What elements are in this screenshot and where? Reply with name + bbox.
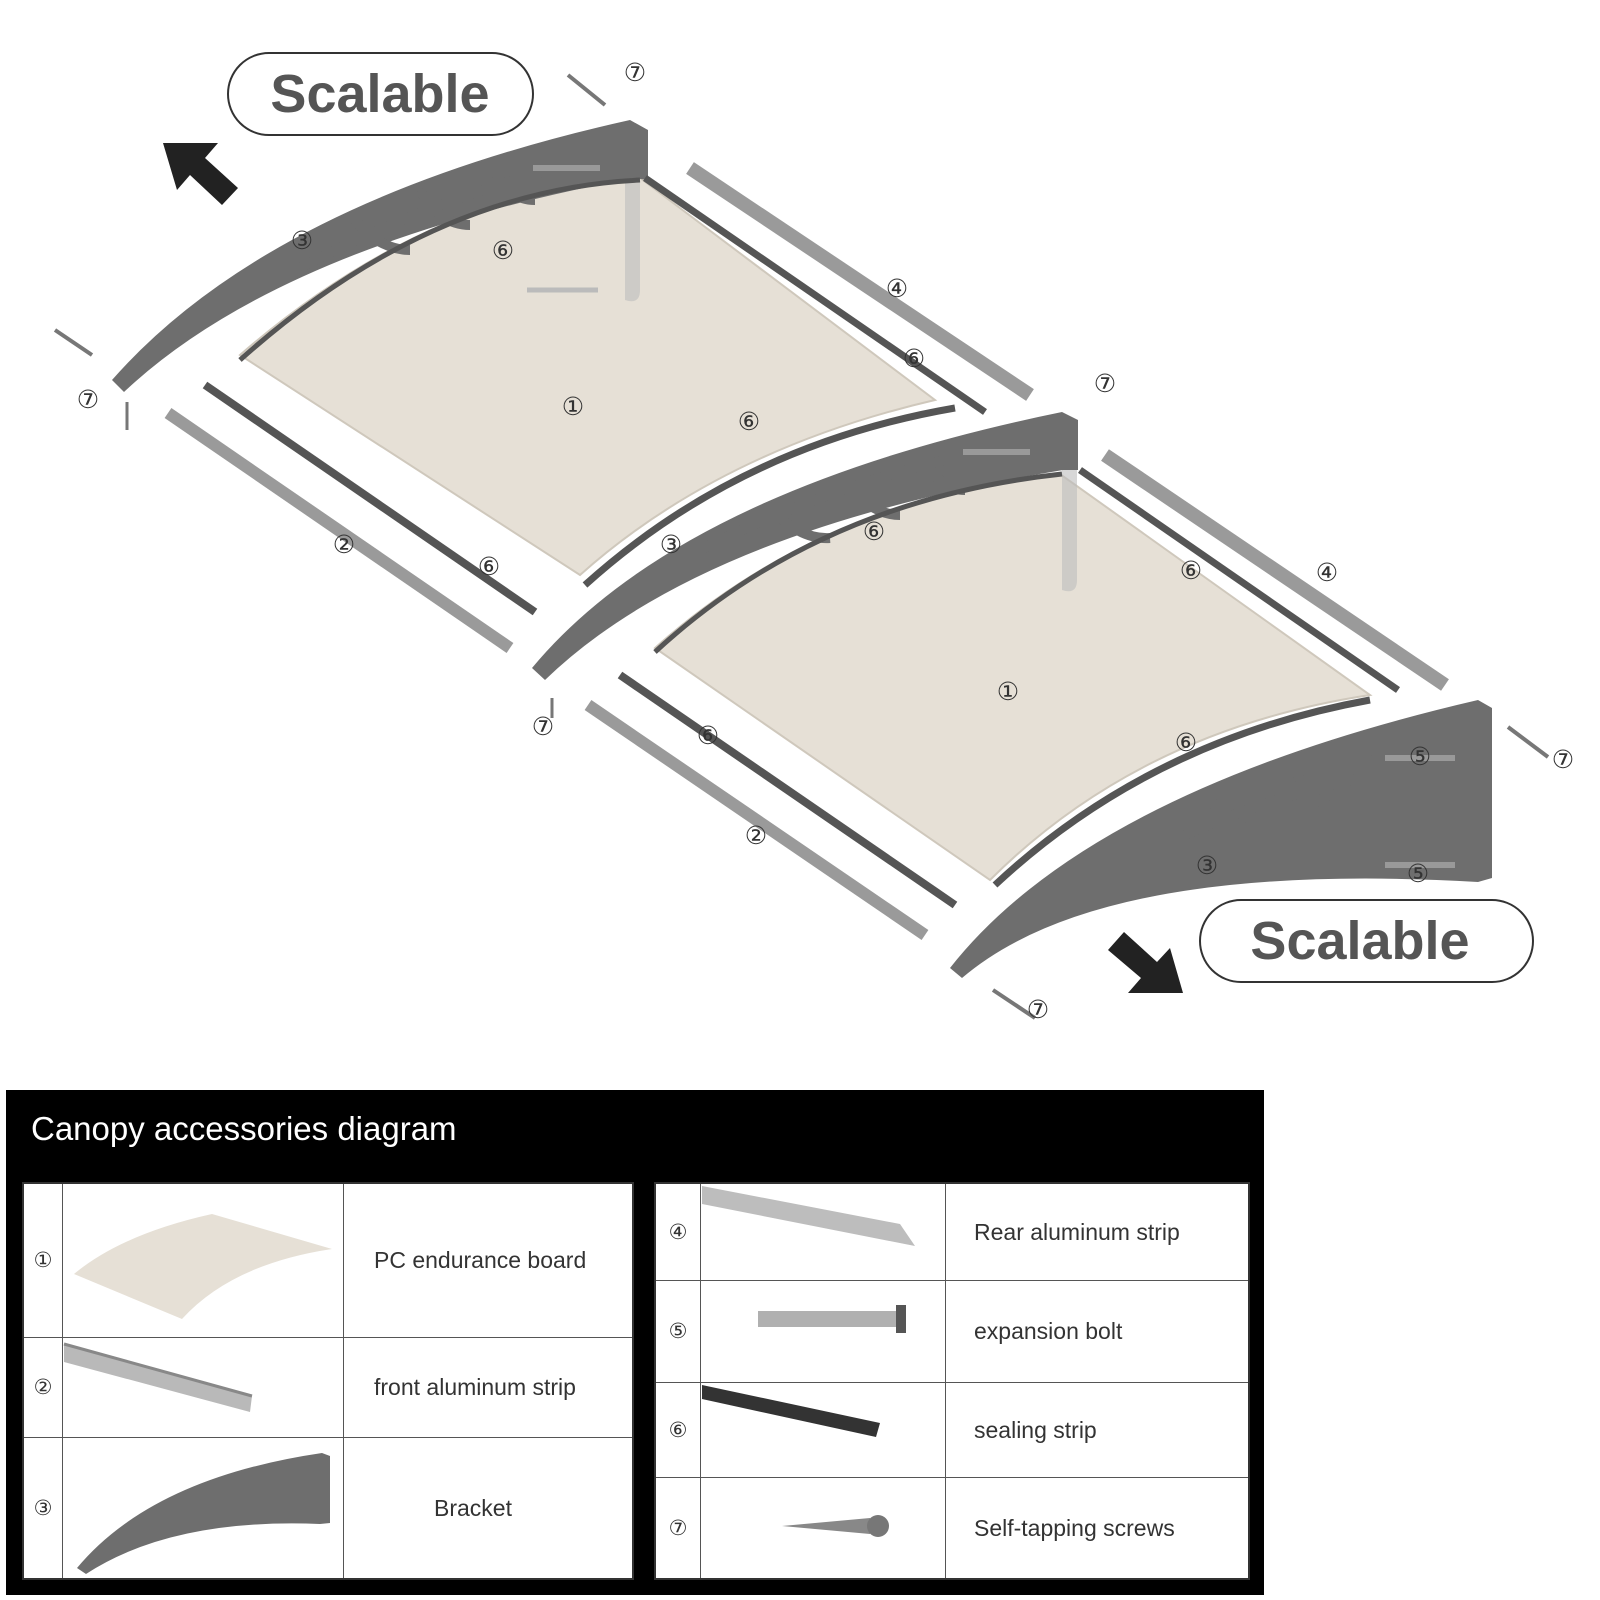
callout-front-strip-right: ② <box>745 822 767 850</box>
scalable-label-top: Scalable <box>270 64 489 124</box>
callout-screw-mid-top: ⑦ <box>1094 370 1116 398</box>
bracket-ghost-left <box>625 180 640 302</box>
legend-row-label: PC endurance board <box>374 1247 587 1273</box>
bracket-icon <box>62 1438 344 1578</box>
legend-row: ⑦ Self-tapping screws <box>656 1478 1248 1578</box>
callout-bracket-left: ③ <box>291 227 313 255</box>
sealing-strip-icon <box>700 1383 946 1477</box>
arrow-down-right-icon <box>1108 932 1183 993</box>
front-aluminum-strip-right <box>584 700 929 940</box>
bracket-left-ribs <box>297 165 552 273</box>
legend-table-left: ① PC endurance board ② front aluminum st… <box>22 1182 634 1580</box>
scalable-badge-bottom <box>1199 899 1534 983</box>
callout-bracket-right: ③ <box>1196 852 1218 880</box>
legend-title: Canopy accessories diagram <box>31 1110 457 1147</box>
scalable-badge-top <box>227 52 534 136</box>
callout-bracket-middle: ③ <box>660 531 682 559</box>
rear-aluminum-strip-icon <box>700 1184 946 1280</box>
legend-row-label: Rear aluminum strip <box>974 1218 1180 1245</box>
callout-seal-1: ⑥ <box>492 237 514 265</box>
callout-seal-4: ⑥ <box>478 553 500 581</box>
legend-row: ① PC endurance board <box>24 1184 632 1338</box>
callout-screw-top: ⑦ <box>624 59 646 87</box>
accessories-legend: Canopy accessories diagram ① PC enduranc… <box>6 1090 1264 1595</box>
legend-row: ⑥ sealing strip <box>656 1383 1248 1478</box>
bracket-middle-ribs <box>697 445 991 555</box>
callout-front-strip-left: ② <box>333 531 355 559</box>
sealing-strip-right-front <box>617 671 958 909</box>
legend-row-label: front aluminum strip <box>374 1374 576 1400</box>
callout-screw-left: ⑦ <box>77 386 99 414</box>
screw-icon-right <box>1506 725 1550 759</box>
callout-rear-strip-right: ④ <box>1316 559 1338 587</box>
bracket-right-ribs <box>1172 738 1471 845</box>
sealing-strip-left-inner <box>238 177 641 362</box>
screw-icon-bottom <box>991 988 1037 1020</box>
callout-seal-8: ⑥ <box>1175 729 1197 757</box>
callout-bolt-top: ⑤ <box>1409 743 1431 771</box>
screw-icon-left <box>53 328 94 357</box>
screw-icon-top <box>566 73 607 107</box>
legend-table-right: ④ Rear aluminum strip ⑤ expansion bolt ⑥… <box>654 1182 1250 1580</box>
legend-row-label: Self-tapping screws <box>974 1514 1175 1541</box>
sealing-strip-left-front <box>202 381 538 616</box>
legend-row-number: ⑥ <box>656 1383 701 1477</box>
callout-screw-right: ⑦ <box>1552 746 1574 774</box>
expansion-bolt-icon <box>700 1281 946 1382</box>
callout-seal-3: ⑥ <box>738 408 760 436</box>
legend-row-label: expansion bolt <box>974 1318 1123 1344</box>
legend-row: ④ Rear aluminum strip <box>656 1184 1248 1281</box>
rear-aluminum-strip-left <box>686 162 1034 401</box>
legend-row-number: ④ <box>656 1184 701 1280</box>
scalable-label-bottom: Scalable <box>1250 911 1469 971</box>
legend-row: ③ Bracket <box>24 1438 632 1578</box>
legend-row: ⑤ expansion bolt <box>656 1281 1248 1383</box>
legend-row-number: ① <box>24 1184 63 1337</box>
canopy-exploded-diagram: Scalable Scalable ⑦ ⑦ ⑦ ⑦ ⑦ ⑦ ③ ③ ③ ① ① … <box>53 52 1574 1024</box>
callout-seal-2: ⑥ <box>903 345 925 373</box>
pc-board-icon <box>62 1184 344 1337</box>
rear-aluminum-strip-right <box>1101 449 1449 691</box>
bracket-right <box>950 700 1492 978</box>
callout-rear-strip-left: ④ <box>886 275 908 303</box>
callout-screw-bottom: ⑦ <box>1027 996 1049 1024</box>
legend-row-label: Bracket <box>434 1494 512 1521</box>
callout-screw-middle: ⑦ <box>532 713 554 741</box>
callout-board-left: ① <box>562 393 584 421</box>
legend-row-number: ⑤ <box>656 1281 701 1382</box>
front-aluminum-strip-left <box>164 408 514 653</box>
bracket-ghost-right <box>1062 470 1077 592</box>
legend-row-label: sealing strip <box>974 1416 1097 1443</box>
screw-icon <box>700 1478 946 1578</box>
sealing-strip-right-inner <box>653 471 1063 654</box>
callout-board-right: ① <box>997 678 1019 706</box>
arrow-up-left-icon <box>163 143 238 205</box>
front-aluminum-strip-icon <box>62 1338 344 1437</box>
callout-seal-5: ⑥ <box>863 518 885 546</box>
sealing-strip-right-arc <box>992 696 1371 888</box>
legend-row-number: ② <box>24 1338 63 1437</box>
callout-seal-7: ⑥ <box>697 722 719 750</box>
legend-row-number: ⑦ <box>656 1478 701 1578</box>
sealing-strip-right-rear <box>1078 467 1400 693</box>
legend-row: ② front aluminum strip <box>24 1338 632 1438</box>
callout-bolt-bottom: ⑤ <box>1407 860 1429 888</box>
callout-seal-6: ⑥ <box>1180 557 1202 585</box>
sealing-strip-left-rear <box>643 175 987 415</box>
legend-row-number: ③ <box>24 1438 63 1578</box>
sealing-strip-left-arc <box>582 404 956 588</box>
